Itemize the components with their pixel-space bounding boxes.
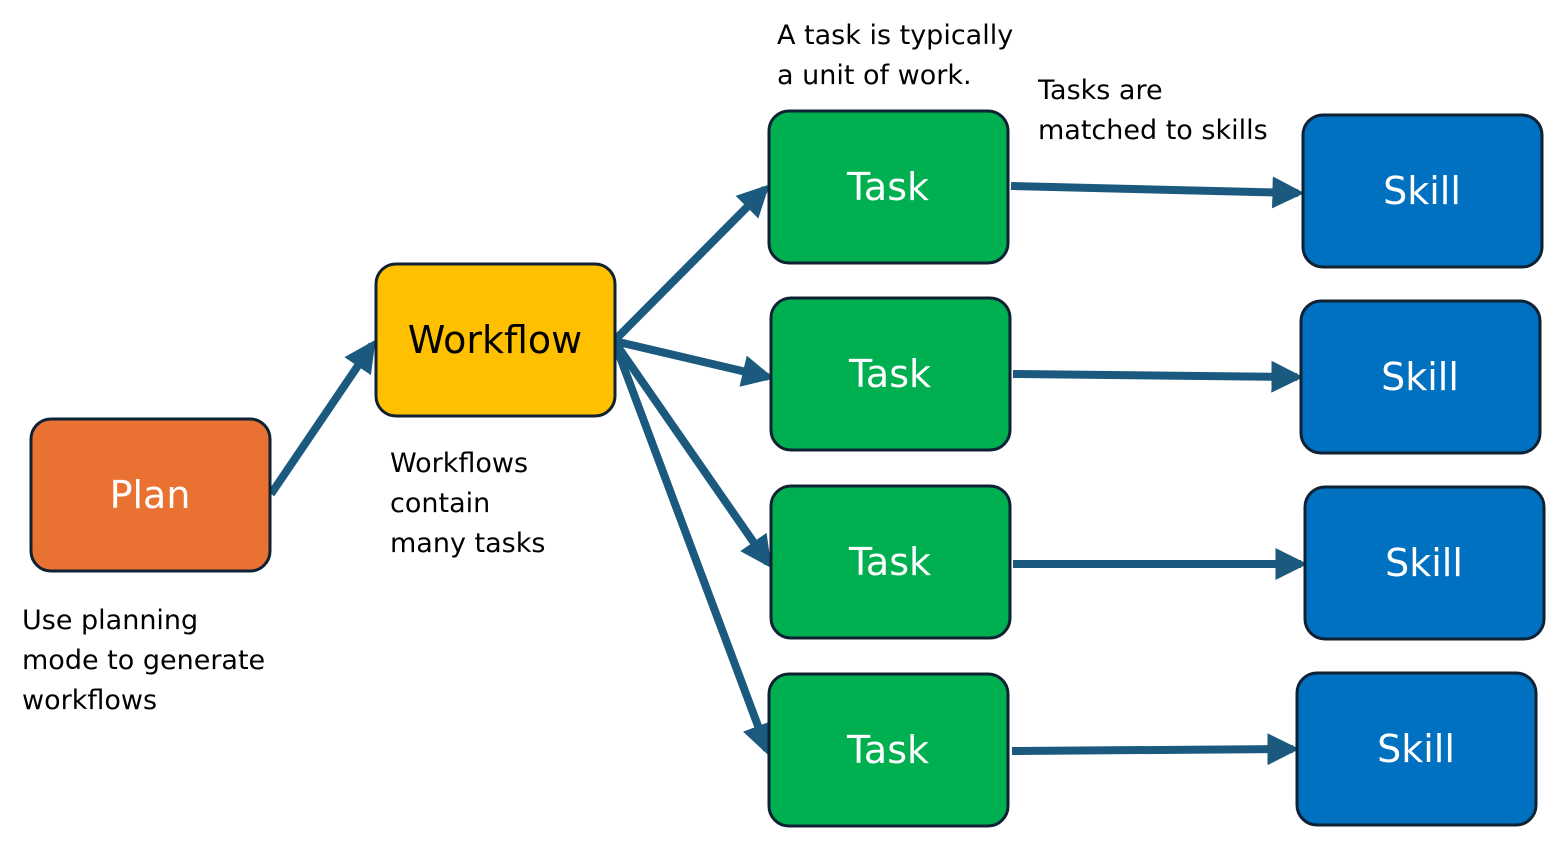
task-node: Task bbox=[769, 296, 1012, 452]
arrow-task-2-to-skill-2 bbox=[1012, 360, 1304, 393]
task-node: Task bbox=[767, 109, 1010, 265]
plan-note: Use planning mode to generate workflows bbox=[22, 601, 265, 721]
skill-node: Skill bbox=[1299, 299, 1542, 455]
task-note: A task is typically a unit of work. bbox=[777, 16, 1013, 96]
plan-label: Plan bbox=[110, 473, 191, 517]
task-node: Task bbox=[769, 484, 1012, 640]
arrow-workflow-to-task-4 bbox=[610, 339, 774, 756]
note-line: Use planning bbox=[22, 605, 199, 636]
arrow-workflow-to-task-2 bbox=[613, 337, 775, 387]
workflow-note: Workflows contain many tasks bbox=[390, 444, 545, 564]
note-line: many tasks bbox=[390, 528, 546, 559]
skill-label: Skill bbox=[1377, 727, 1455, 771]
note-line: Workflows bbox=[390, 448, 529, 479]
arrow-workflow-to-task-3 bbox=[610, 338, 772, 569]
note-line: Tasks are bbox=[1038, 75, 1163, 106]
note-line: matched to skills bbox=[1038, 115, 1268, 146]
workflow-node: Workflow bbox=[374, 262, 617, 418]
note-line: workflows bbox=[22, 685, 158, 716]
note-line: a unit of work. bbox=[777, 60, 972, 91]
skill-node: Skill bbox=[1303, 485, 1546, 641]
task-node: Task bbox=[767, 672, 1010, 828]
skill-note: Tasks are matched to skills bbox=[1038, 71, 1268, 151]
skill-label: Skill bbox=[1381, 355, 1459, 399]
note-line: contain bbox=[390, 488, 491, 519]
arrow-task-4-to-skill-4 bbox=[1011, 733, 1300, 766]
plan-node: Plan bbox=[29, 417, 272, 573]
task-label: Task bbox=[846, 728, 929, 772]
connector-arrows bbox=[267, 176, 1308, 766]
arrow-task-1-to-skill-1 bbox=[1010, 176, 1305, 209]
note-line: A task is typically bbox=[777, 20, 1014, 51]
task-label: Task bbox=[848, 540, 931, 584]
arrow-workflow-to-task-1 bbox=[611, 184, 770, 344]
note-line: mode to generate bbox=[22, 645, 266, 676]
workflow-label: Workflow bbox=[408, 318, 583, 362]
arrow-plan-to-workflow bbox=[267, 339, 376, 497]
task-label: Task bbox=[846, 165, 929, 209]
skill-label: Skill bbox=[1385, 541, 1463, 585]
skill-node: Skill bbox=[1301, 113, 1544, 269]
task-label: Task bbox=[848, 352, 931, 396]
skill-label: Skill bbox=[1383, 169, 1461, 213]
skill-node: Skill bbox=[1295, 671, 1538, 827]
